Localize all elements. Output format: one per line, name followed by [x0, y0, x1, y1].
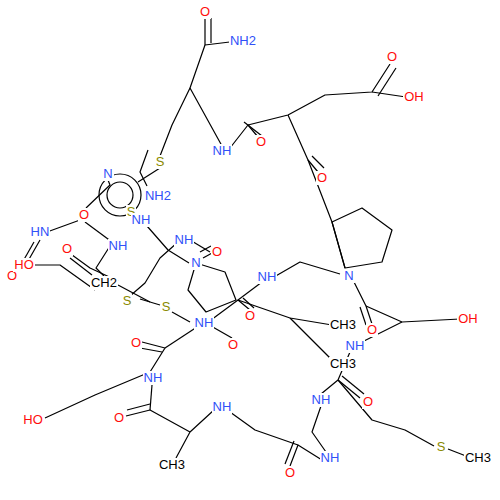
- atom-label: O: [255, 135, 267, 149]
- atom-label: O: [386, 50, 398, 64]
- atom-label: O: [199, 5, 211, 19]
- atom-label: CH3: [464, 451, 492, 465]
- atom-label: HO: [13, 258, 35, 272]
- atom-label: HN: [30, 225, 51, 239]
- atom-label: NH: [257, 270, 278, 284]
- atom-label: CH3: [158, 458, 186, 472]
- atom-label: CH2: [90, 276, 118, 290]
- atom-label: O: [113, 411, 125, 425]
- atom-label: NH: [108, 239, 129, 253]
- atom-label: S: [122, 294, 133, 308]
- atom-label: O: [362, 395, 374, 409]
- atom-label: OH: [403, 90, 425, 104]
- atom-label: NH: [194, 316, 215, 330]
- atom-label: O: [316, 171, 328, 185]
- atom-label: NH: [131, 213, 152, 227]
- atom-label: O: [211, 245, 223, 259]
- atom-label: N: [190, 256, 201, 270]
- atom-label: NH: [174, 233, 195, 247]
- atom-label: NH: [345, 339, 366, 353]
- atom-label: CH3: [329, 318, 357, 332]
- atom-label: O: [366, 323, 378, 337]
- atom-label: NH2: [229, 34, 257, 48]
- atom-label: O: [227, 338, 239, 352]
- atom-label: NH: [143, 371, 164, 385]
- atom-label: NH: [311, 393, 332, 407]
- atom-label: NH: [212, 144, 233, 158]
- atom-label: O: [130, 336, 142, 350]
- atom-label: NH: [212, 400, 233, 414]
- atom-label: S: [161, 300, 172, 314]
- atom-label: CH3: [329, 357, 357, 371]
- atom-label: O: [61, 242, 73, 256]
- atom-label: O: [78, 208, 90, 222]
- atom-label: OH: [457, 312, 479, 326]
- atom-label: N: [343, 269, 354, 283]
- atom-label: S: [436, 440, 447, 454]
- atom-label: NH2: [144, 189, 172, 203]
- atom-label: NH: [320, 451, 341, 465]
- atom-label: S: [155, 155, 166, 169]
- atom-label: HO: [22, 413, 44, 427]
- atom-label: N: [102, 167, 113, 181]
- atom-label: O: [284, 466, 296, 480]
- atom-label: O: [244, 309, 256, 323]
